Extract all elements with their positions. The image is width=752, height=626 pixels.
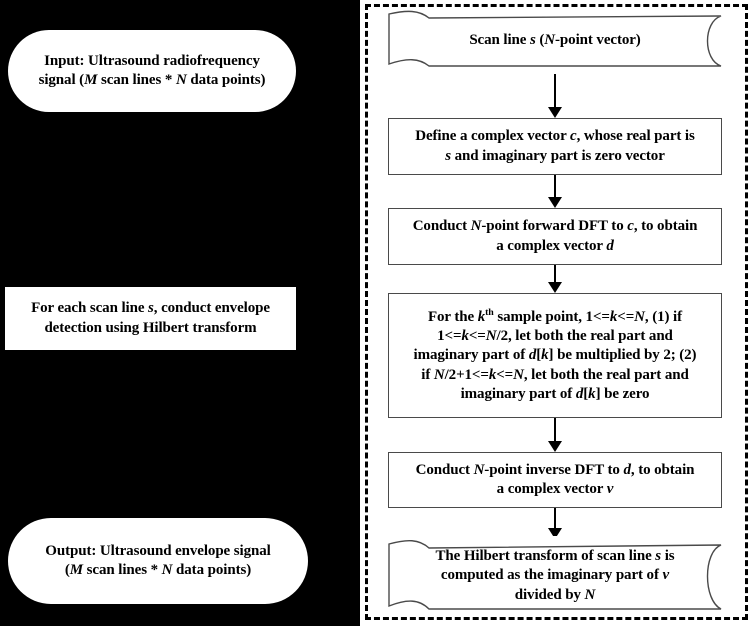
node-output-signal: Output: Ultrasound envelope signal (M sc… <box>8 518 308 604</box>
node-forward-dft: Conduct N-point forward DFT to c, to obt… <box>388 208 722 265</box>
arrow-head-icon <box>548 107 562 118</box>
tape-shape <box>388 539 722 610</box>
arrow-head-icon <box>548 441 562 452</box>
arrow-head-icon <box>548 282 562 293</box>
node-output-signal-label: Output: Ultrasound envelope signal (M sc… <box>45 542 271 578</box>
node-kth-sample-rules-label: For the kth sample point, 1<=k<=N, (1) i… <box>413 307 697 402</box>
arrow-shaft <box>554 418 556 442</box>
connector-arrow-4 <box>548 418 562 452</box>
node-forward-dft-label: Conduct N-point forward DFT to c, to obt… <box>412 218 698 254</box>
arrow-shaft <box>554 74 556 108</box>
node-envelope-detection-label: For each scan line s, conduct envelope d… <box>31 300 270 336</box>
node-input-signal-label: Input: Ultrasound radiofrequency signal … <box>38 52 266 88</box>
node-envelope-detection: For each scan line s, conduct envelope d… <box>5 287 296 350</box>
node-scan-line-input: Scan line s (N-point vector) <box>385 8 725 74</box>
connector-arrow-2 <box>548 175 562 208</box>
node-kth-sample-rules: For the kth sample point, 1<=k<=N, (1) i… <box>388 293 722 418</box>
node-inverse-dft: Conduct N-point inverse DFT to d, to obt… <box>388 452 722 508</box>
node-hilbert-result-label: The Hilbert transform of scan line s is … <box>435 548 675 603</box>
node-scan-line-input-label: Scan line s (N-point vector) <box>469 32 641 49</box>
node-inverse-dft-label: Conduct N-point inverse DFT to d, to obt… <box>415 461 695 497</box>
arrow-head-icon <box>548 528 562 539</box>
connector-arrow-3 <box>548 265 562 293</box>
arrow-shaft <box>554 175 556 198</box>
node-input-signal: Input: Ultrasound radiofrequency signal … <box>8 30 296 112</box>
arrow-shaft <box>554 265 556 283</box>
node-hilbert-result: The Hilbert transform of scan line s is … <box>385 536 725 616</box>
connector-arrow-1 <box>548 74 562 118</box>
arrow-head-icon <box>548 197 562 208</box>
node-define-complex-vector-label: Define a complex vector c, whose real pa… <box>415 128 695 164</box>
node-define-complex-vector: Define a complex vector c, whose real pa… <box>388 118 722 175</box>
connector-arrow-5 <box>548 508 562 539</box>
arrow-shaft <box>554 508 556 529</box>
tape-shape <box>388 10 722 67</box>
